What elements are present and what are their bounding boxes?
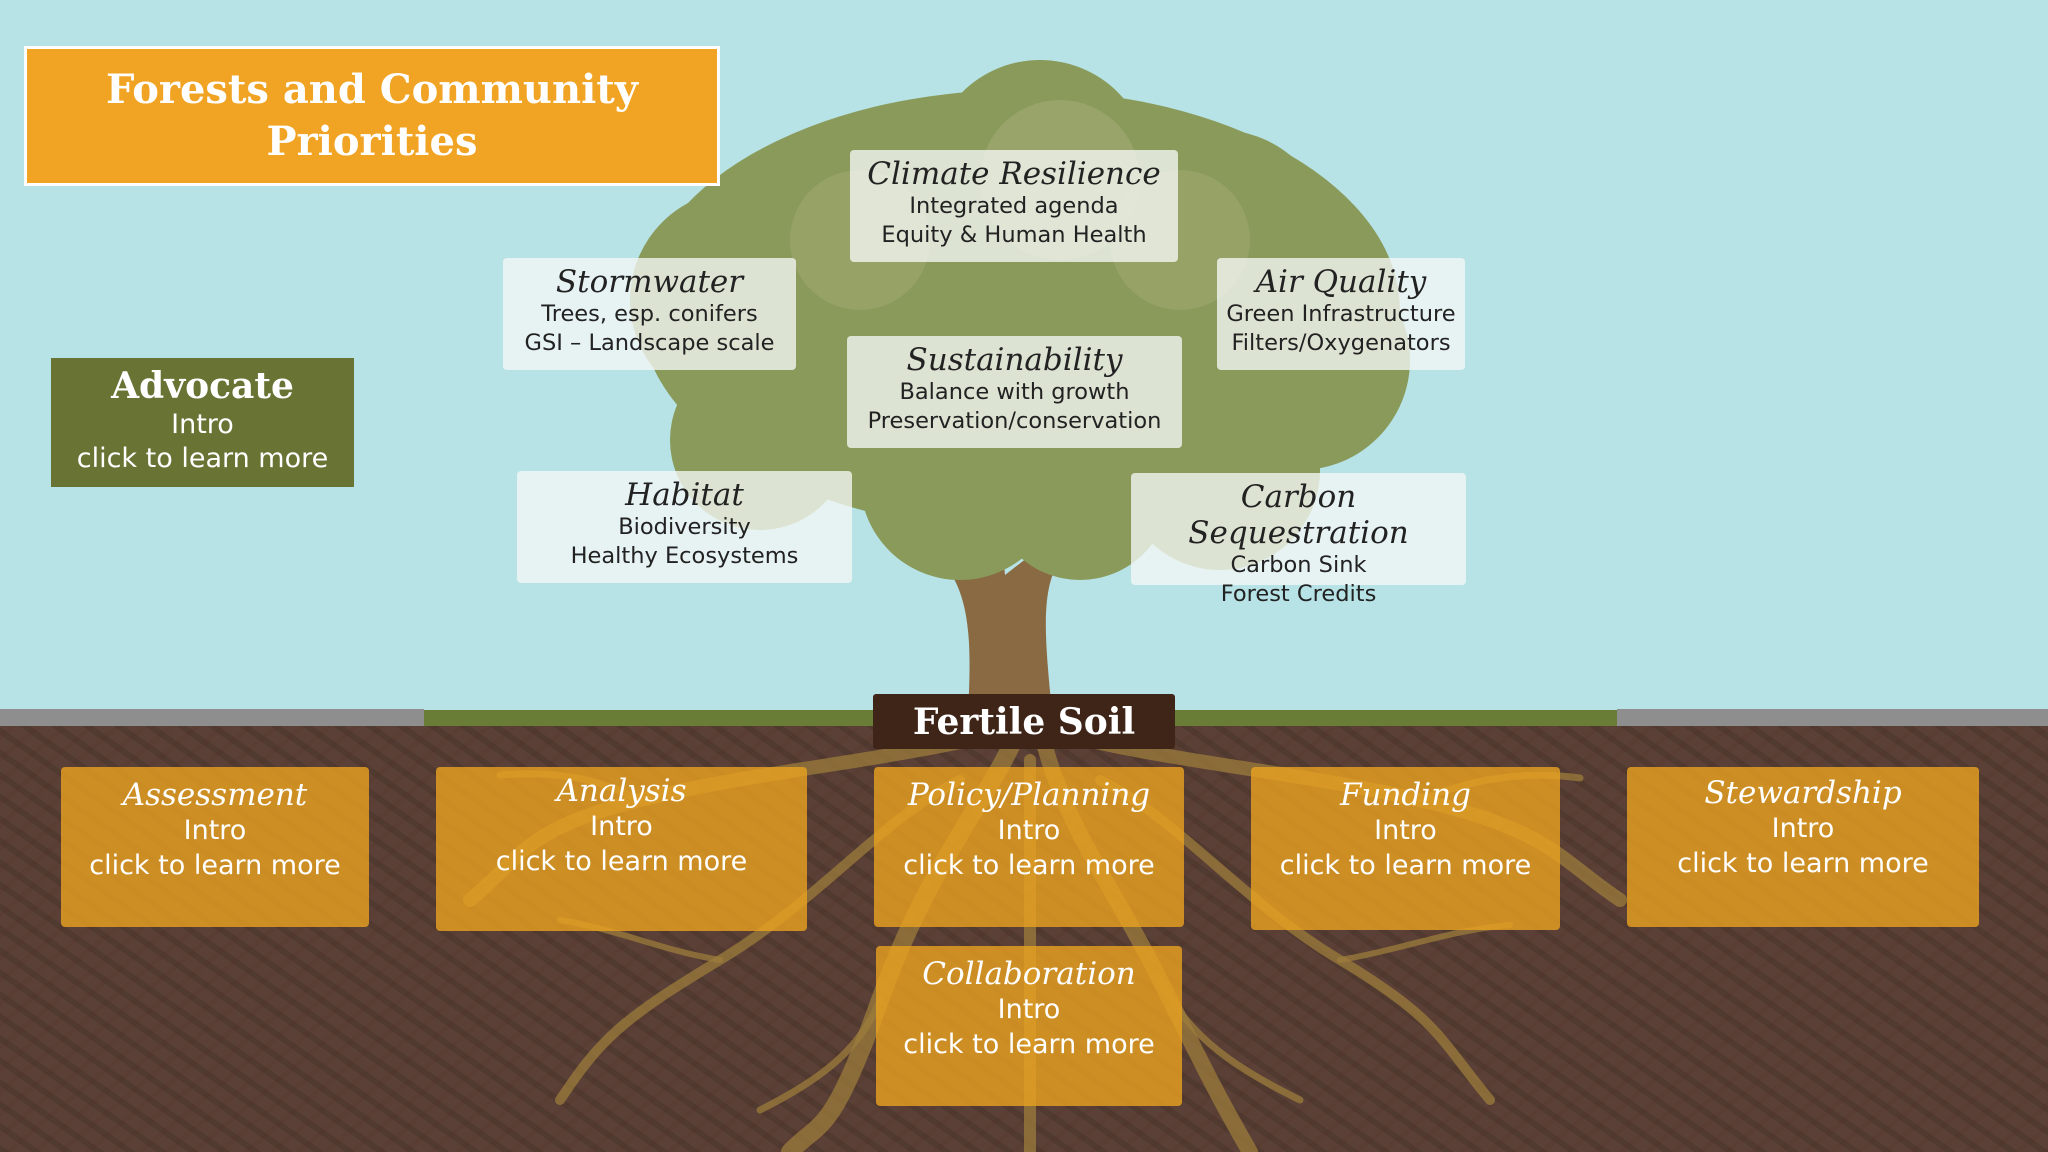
card-line: Equity & Human Health xyxy=(881,222,1147,248)
root-card-link: click to learn more xyxy=(495,846,748,877)
card-line: Healthy Ecosystems xyxy=(570,543,799,569)
title-line-1: Forests and Community xyxy=(106,66,638,113)
root-card-intro: Intro xyxy=(1374,815,1437,846)
card-line: Trees, esp. conifers xyxy=(541,301,758,327)
page-title: Forests and Community Priorities xyxy=(92,64,652,168)
root-card-link: click to learn more xyxy=(1677,848,1929,879)
root-card-link: click to learn more xyxy=(903,850,1155,881)
root-card-heading: Assessment xyxy=(122,777,308,813)
card-line: Forest Credits xyxy=(1220,581,1377,607)
ground-strip-left xyxy=(0,709,424,726)
card-air-quality: Air Quality Green Infrastructure Filters… xyxy=(1217,258,1465,370)
root-card-heading: Funding xyxy=(1339,777,1471,813)
root-card-analysis[interactable]: Analysis Intro click to learn more xyxy=(436,767,807,931)
title-line-2: Priorities xyxy=(266,118,478,165)
card-habitat: Habitat Biodiversity Healthy Ecosystems xyxy=(517,471,852,583)
root-card-intro: Intro xyxy=(997,994,1061,1025)
card-line: Integrated agenda xyxy=(909,193,1119,219)
card-stormwater: Stormwater Trees, esp. conifers GSI – La… xyxy=(503,258,796,370)
card-heading: Stormwater xyxy=(555,264,744,300)
root-card-policy-planning[interactable]: Policy/Planning Intro click to learn mor… xyxy=(874,767,1184,927)
root-card-intro: Intro xyxy=(1771,813,1835,844)
title-banner: Forests and Community Priorities xyxy=(24,46,720,186)
root-card-intro: Intro xyxy=(590,811,653,842)
root-card-stewardship[interactable]: Stewardship Intro click to learn more xyxy=(1627,767,1979,927)
root-card-heading: Analysis xyxy=(556,773,687,809)
card-heading: Climate Resilience xyxy=(867,156,1161,192)
card-line: Biodiversity xyxy=(618,514,751,540)
root-card-funding[interactable]: Funding Intro click to learn more xyxy=(1251,767,1560,930)
fertile-soil-label: Fertile Soil xyxy=(873,694,1175,749)
card-heading: Sustainability xyxy=(906,342,1123,378)
root-card-link: click to learn more xyxy=(1279,850,1532,881)
root-card-collaboration[interactable]: Collaboration Intro click to learn more xyxy=(876,946,1182,1106)
card-line: GSI – Landscape scale xyxy=(524,330,775,356)
card-heading: Carbon Sequestration xyxy=(1188,479,1409,551)
root-card-assessment[interactable]: Assessment Intro click to learn more xyxy=(61,767,369,927)
root-card-link: click to learn more xyxy=(89,850,341,881)
card-sustainability: Sustainability Balance with growth Prese… xyxy=(847,336,1182,448)
root-card-heading: Policy/Planning xyxy=(907,777,1151,813)
advocate-intro: Intro xyxy=(171,409,234,440)
card-line: Carbon Sink xyxy=(1230,552,1367,578)
advocate-link: click to learn more xyxy=(76,443,329,474)
root-card-heading: Stewardship xyxy=(1704,775,1902,811)
card-line: Preservation/conservation xyxy=(867,408,1162,434)
root-card-link: click to learn more xyxy=(903,1029,1155,1060)
advocate-button[interactable]: Advocate Intro click to learn more xyxy=(51,358,354,487)
advocate-heading: Advocate xyxy=(111,365,294,407)
card-line: Green Infrastructure xyxy=(1226,301,1456,327)
card-climate-resilience: Climate Resilience Integrated agenda Equ… xyxy=(850,150,1178,262)
ground-strip-right xyxy=(1617,709,2048,726)
root-card-intro: Intro xyxy=(183,815,247,846)
card-line: Filters/Oxygenators xyxy=(1231,330,1451,356)
card-heading: Habitat xyxy=(625,477,744,513)
card-heading: Air Quality xyxy=(1255,264,1427,300)
root-card-intro: Intro xyxy=(997,815,1061,846)
card-line: Balance with growth xyxy=(899,379,1130,405)
root-card-heading: Collaboration xyxy=(922,956,1136,992)
card-carbon-sequestration: Carbon Sequestration Carbon Sink Forest … xyxy=(1131,473,1466,607)
